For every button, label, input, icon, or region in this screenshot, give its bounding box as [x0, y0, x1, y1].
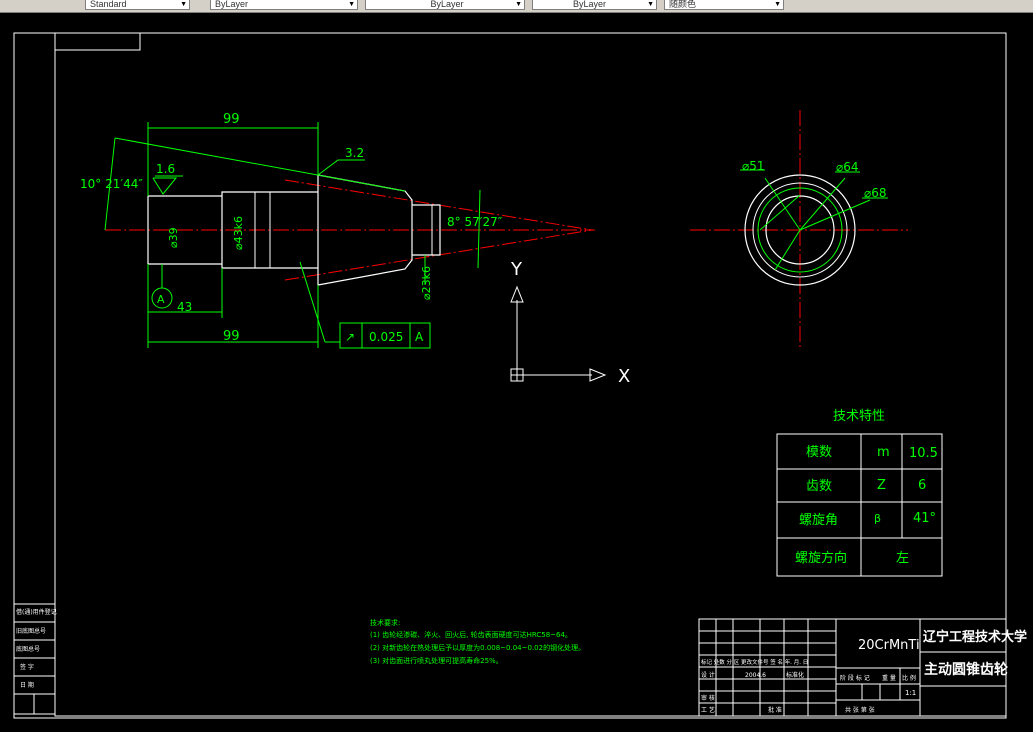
roughness-2: 3.2 [345, 146, 364, 160]
school-name: 辽宁工程技术大学 [923, 629, 1027, 645]
spec-row-value: 6 [918, 478, 926, 493]
text-style-value: Standard [90, 0, 127, 9]
spec-table [776, 433, 943, 577]
color-combo[interactable]: 随颜色 ▼ [664, 0, 784, 10]
properties-toolbar: Standard ▼ ByLayer ▼ ByLayer ▼ ByLayer ▼… [0, 0, 1033, 13]
dim-d3: ⌀23k6 [420, 266, 433, 300]
dim-root-angle: 8° 57′27″ [447, 215, 503, 229]
end-view-labels: ⌀51 ⌀64 ⌀68 [742, 159, 887, 200]
title-block [698, 618, 1007, 717]
spec-row-label: 螺旋角 [799, 513, 838, 528]
color-value: 随颜色 [669, 0, 697, 9]
spec-row-symbol: m [877, 445, 890, 460]
side-strip-label: 底图总号 [16, 645, 40, 653]
row-label: 工 艺 [701, 706, 715, 714]
text-style-combo[interactable]: Standard ▼ [85, 0, 190, 10]
circle-outer [744, 174, 856, 286]
notes-line: (3) 对齿面进行喷丸处理可提高寿命25%。 [370, 656, 503, 665]
dim-circle-d2: ⌀64 [836, 160, 859, 174]
row-label: 审 核 [701, 694, 715, 702]
dim-a-length: 43 [177, 300, 192, 314]
side-strip-label: 借(通)用件登记 [16, 608, 57, 616]
row-label: 设 计 [701, 671, 715, 679]
spec-row-label: 齿数 [806, 479, 832, 494]
lineweight-combo[interactable]: ByLayer ▼ [532, 0, 657, 10]
dim-d1: ⌀39 [167, 227, 180, 248]
spec-row-symbol: Z [877, 478, 886, 493]
spec-row-symbol: β [874, 512, 881, 525]
dim-circle-d3: ⌀68 [864, 186, 887, 200]
scale-value: 1:1 [905, 689, 916, 697]
dimensions [104, 122, 481, 349]
drawing-canvas[interactable]: 借(通)用件登记 旧底图总号 底图总号 签 字 日 期 [0, 12, 1033, 732]
chevron-down-icon[interactable]: ▼ [774, 1, 781, 8]
dim-circle-d1: ⌀51 [742, 159, 765, 173]
gear-end-view[interactable]: ⌀51 ⌀64 ⌀68 [690, 110, 908, 348]
gear-shaft[interactable] [105, 174, 595, 286]
lineweight-value: ByLayer [573, 0, 607, 9]
side-strip-label: 日 期 [20, 681, 34, 689]
layer-value: ByLayer [215, 0, 249, 9]
dim-d2: ⌀43k6 [232, 216, 245, 250]
tolerance-symbol: ↗ [345, 330, 355, 344]
side-strip [13, 603, 56, 715]
technical-notes: 技术要求: (1) 齿轮经渗碳、淬火、回火后, 轮齿表面硬度可达HRC58~64… [370, 618, 585, 665]
chevron-down-icon[interactable]: ▼ [647, 1, 654, 8]
datum-label: A [157, 293, 165, 306]
layer-combo[interactable]: ByLayer ▼ [210, 0, 358, 10]
part-name: 主动圆锥齿轮 [924, 661, 1008, 678]
spec-table-title: 技术特性 [833, 409, 885, 424]
dimension-labels: 99 99 43 10° 21′44″ 8° 57′27″ 1.6 3.2 ⌀3… [80, 112, 503, 344]
material: 20CrMnTi [858, 638, 920, 653]
weight-label: 重 量 [882, 674, 896, 682]
tolerance-value: 0.025 [369, 330, 403, 344]
linetype-value: ByLayer [430, 0, 464, 9]
inner-frame [54, 32, 1007, 717]
chevron-down-icon[interactable]: ▼ [348, 1, 355, 8]
chevron-down-icon[interactable]: ▼ [180, 1, 187, 8]
spec-row-value: 左 [896, 551, 909, 566]
notes-line: (2) 对新齿轮在热处理后予以厚度为0.008~0.04~0.02的钢化处理。 [370, 643, 585, 652]
notes-title: 技术要求: [370, 618, 400, 627]
linetype-combo[interactable]: ByLayer ▼ [365, 0, 525, 10]
spec-row-value: 10.5 [909, 446, 938, 461]
dim-bottom-length: 99 [223, 329, 240, 344]
corner-label-box [54, 32, 141, 51]
ucs-x-label: X [618, 366, 630, 387]
outer-frame [13, 32, 1007, 719]
row-label: 标准化 [786, 671, 804, 679]
roughness-1: 1.6 [156, 162, 175, 176]
ucs-labels: Y X [510, 259, 630, 387]
title-block-text: 20CrMnTi 辽宁工程技术大学 主动圆锥齿轮 1:1 2004.6 标记 处… [701, 629, 1027, 714]
side-strip-label: 旧底图总号 [16, 627, 46, 635]
spec-table-cells: 模数 m 10.5 齿数 Z 6 螺旋角 β 41° 螺旋方向 左 [795, 445, 938, 566]
spec-row-label: 模数 [806, 445, 832, 460]
notes-line: (1) 齿轮经渗碳、淬火、回火后, 轮齿表面硬度可达HRC58~64。 [370, 630, 572, 639]
stage-label: 阶 段 标 记 [840, 674, 870, 682]
row-label: 标记 处数 分 区 更改文件号 签 名 年. 月. 日 [701, 658, 808, 666]
date-value: 2004.6 [745, 672, 766, 679]
circle-inner [765, 195, 835, 265]
spec-row-value: 41° [913, 511, 936, 526]
sheet-label: 共 张 第 张 [845, 706, 875, 714]
side-strip-label: 签 字 [20, 663, 34, 671]
ucs-icon [510, 285, 607, 382]
circle-pitch [757, 187, 843, 273]
dim-top-length: 99 [223, 112, 240, 127]
scale-label: 比 例 [902, 674, 916, 682]
row-label: 批 准 [768, 706, 782, 714]
side-strip-labels: 借(通)用件登记 旧底图总号 底图总号 签 字 日 期 [16, 608, 57, 689]
ucs-y-label: Y [510, 259, 523, 280]
tolerance-datum: A [415, 330, 424, 344]
circle-mid [752, 182, 848, 278]
spec-row-label: 螺旋方向 [795, 550, 847, 566]
end-view-leaders [740, 169, 888, 271]
dim-cone-angle: 10° 21′44″ [80, 177, 143, 191]
chevron-down-icon[interactable]: ▼ [515, 1, 522, 8]
